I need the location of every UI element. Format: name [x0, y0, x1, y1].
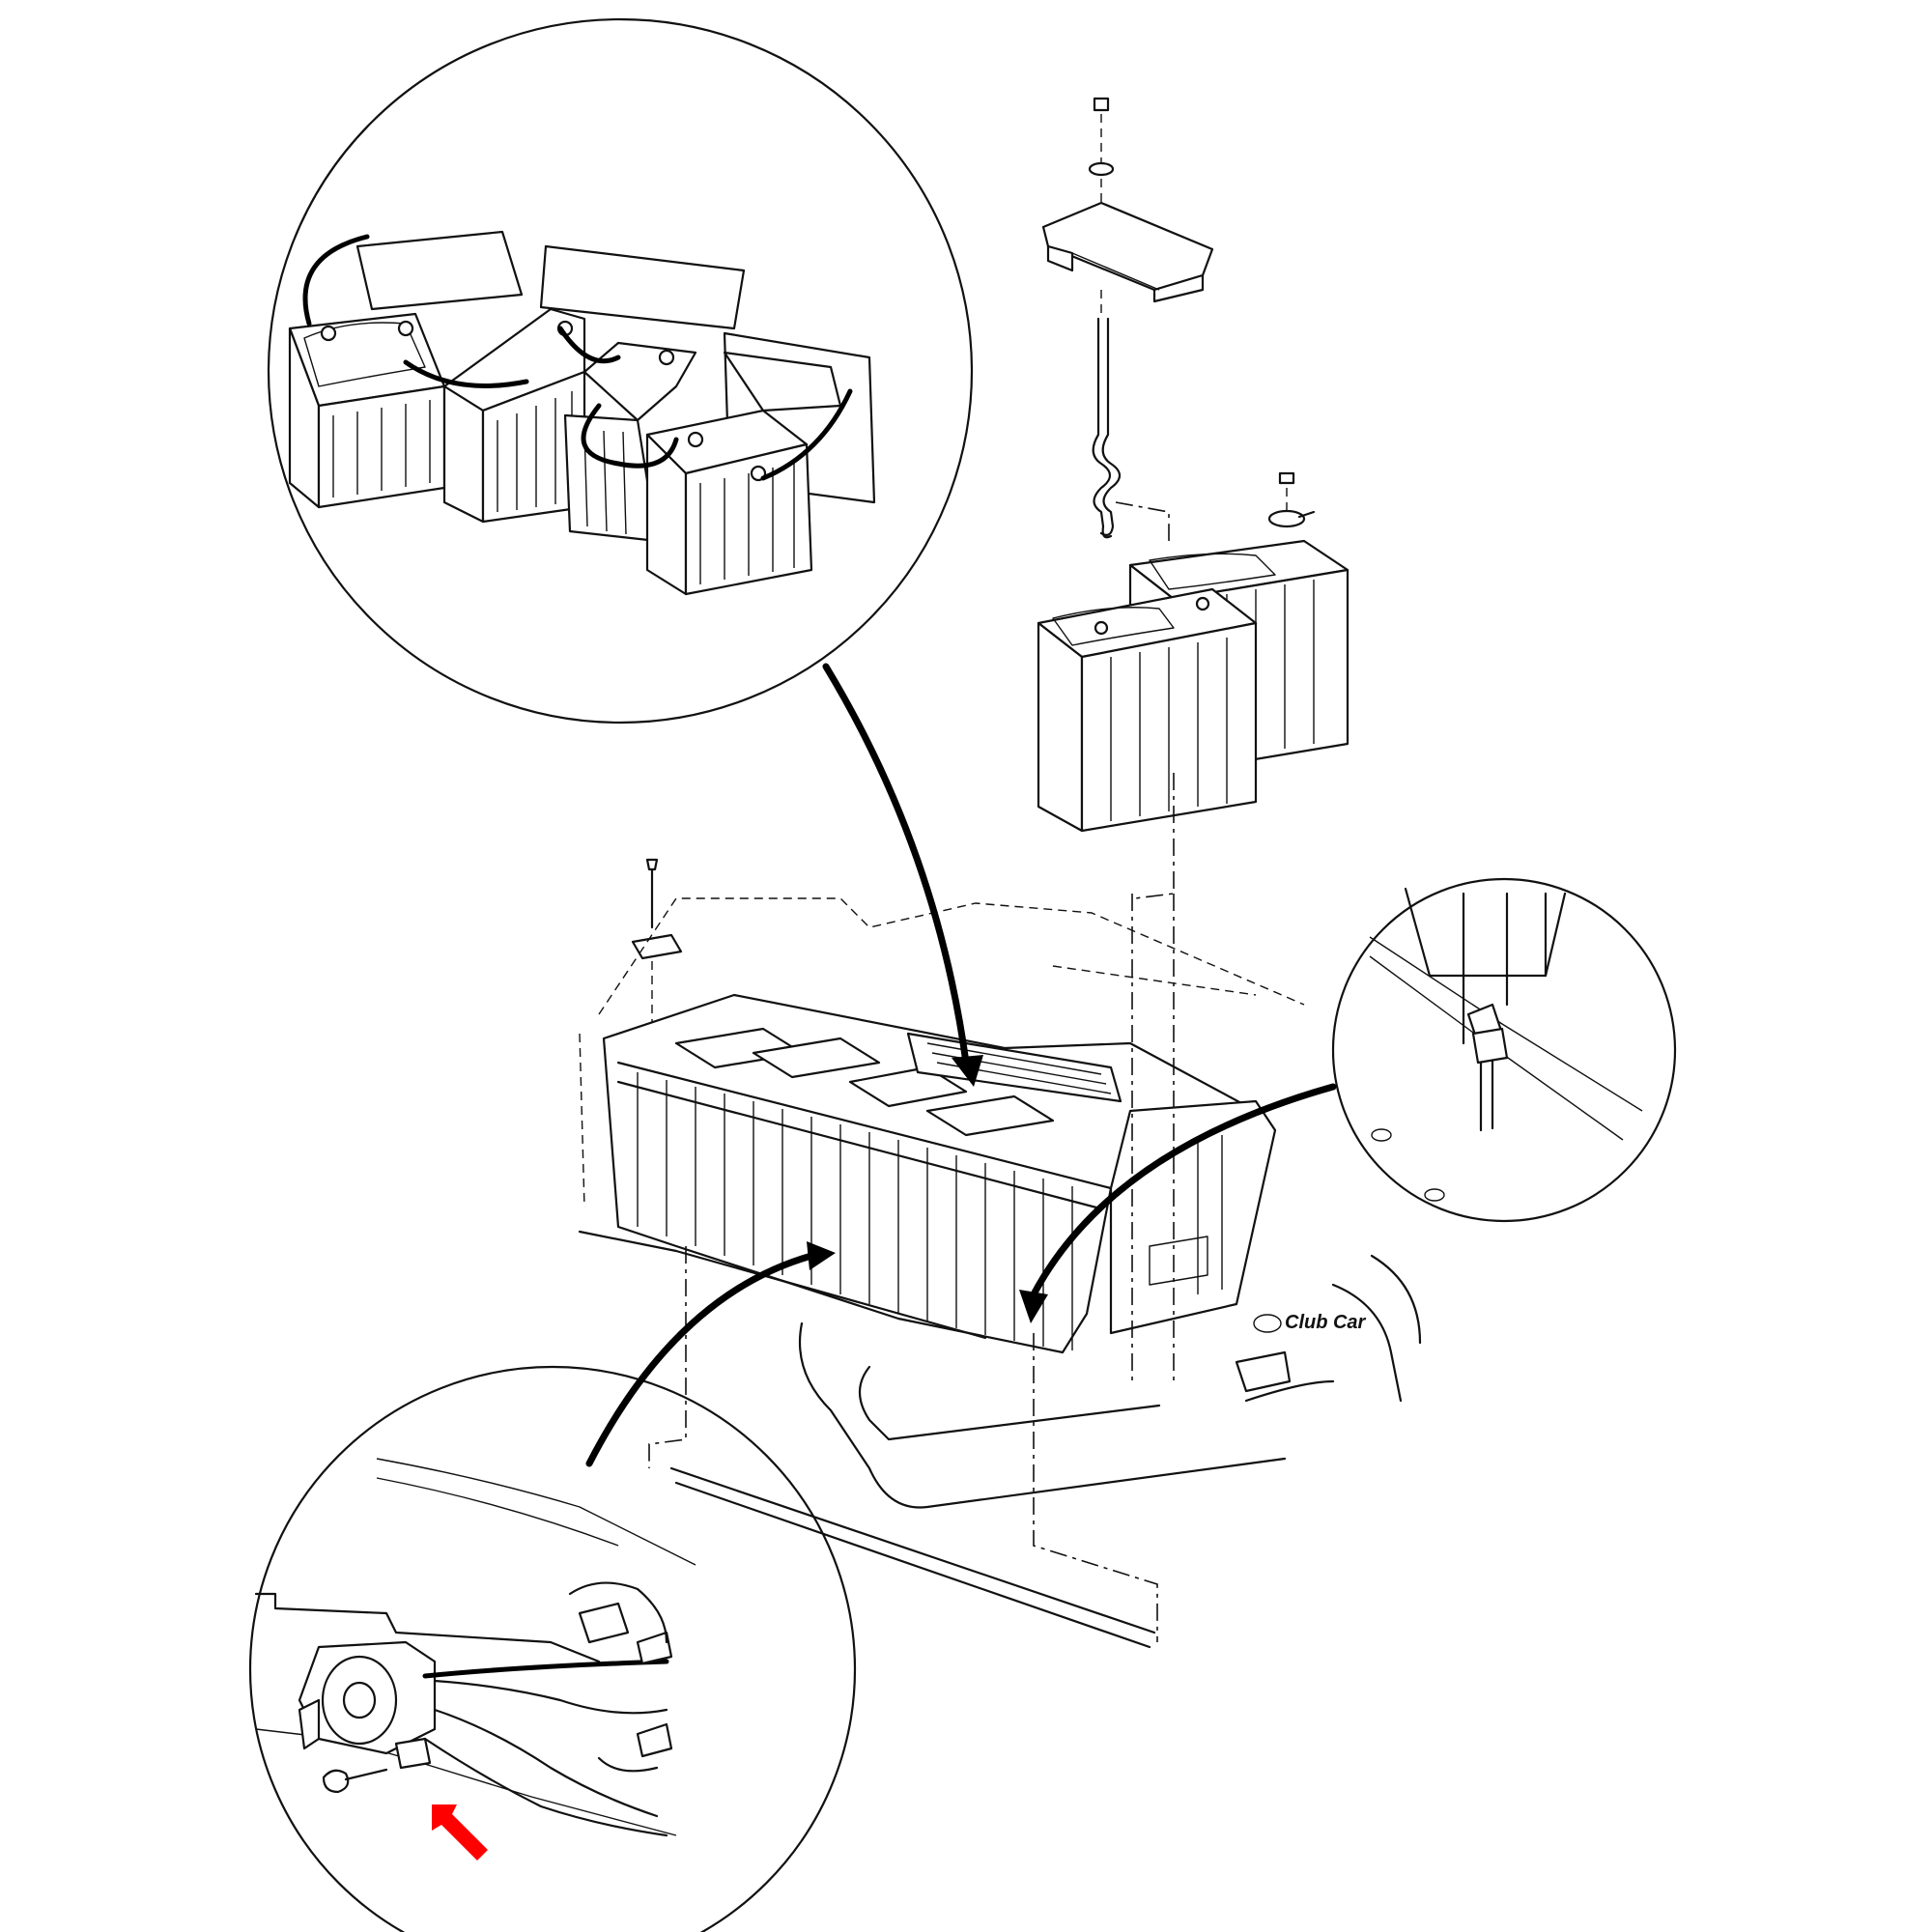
battery-pair [1037, 539, 1350, 833]
leader-arrow-right [1030, 1083, 1337, 1298]
leader-arrows [585, 663, 1337, 1467]
washer-right [1267, 509, 1306, 528]
washer-top [1088, 161, 1115, 177]
battery-pack-callout [267, 17, 974, 724]
j-hook-rod [1092, 317, 1113, 539]
screw-top [645, 858, 659, 871]
red-pointer-arrow [432, 1804, 488, 1861]
hold-down-callout [1331, 877, 1677, 1223]
leader-arrow-bottom [585, 1252, 815, 1467]
brand-badge: Club Car [1285, 1312, 1367, 1333]
receptacle-screw [322, 1769, 350, 1794]
battery-3 [582, 341, 697, 422]
callout-circle-right [1331, 877, 1677, 1223]
receptacle-callout [248, 1365, 857, 1932]
leader-arrowhead-top [952, 1055, 983, 1087]
battery-pack-drawing [288, 230, 876, 596]
callout-circle-bottom [248, 1365, 857, 1932]
leader-arrowhead-right [1019, 1290, 1048, 1323]
battery-tray-assembly: Club Car [578, 858, 1422, 1649]
nut-top [1093, 97, 1110, 112]
leader-arrow-top [822, 663, 970, 1066]
hold-down-hardware [1037, 97, 1350, 899]
nut-right [1278, 471, 1295, 485]
callout-circle-top [267, 17, 974, 724]
mounting-plate [631, 933, 683, 960]
leader-arrowhead-bottom [807, 1241, 836, 1270]
